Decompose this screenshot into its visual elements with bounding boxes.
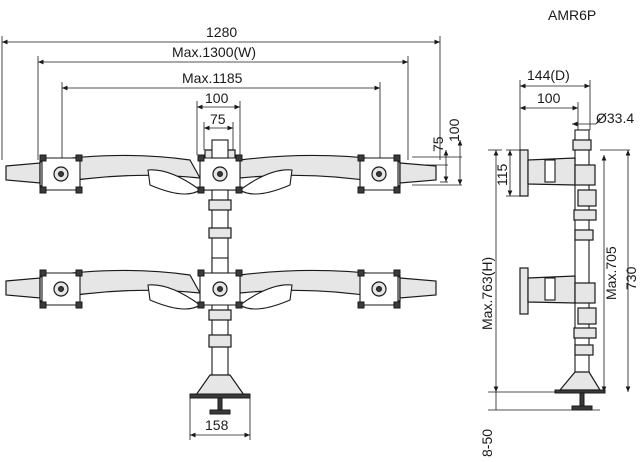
vesa-plate-lower-center xyxy=(197,257,243,309)
model-label: AMR6P xyxy=(548,7,596,23)
side-upper-arm xyxy=(519,149,597,241)
front-view: 1280 Max.1300(W) Max.1185 100 75 75 100 xyxy=(1,24,463,440)
right-75-label: 75 xyxy=(430,136,446,152)
vesa-plate-lower-left xyxy=(39,269,83,309)
side-view: 144(D) 100 Ø33.4 115 Max.763(H) 8-50 Max… xyxy=(479,67,639,457)
side-base xyxy=(554,371,606,411)
offset-label: 100 xyxy=(537,90,561,106)
clamp-range-label: 8-50 xyxy=(479,429,495,457)
depth-label: 144(D) xyxy=(527,67,570,83)
dim-max-width-label: Max.1300(W) xyxy=(172,44,256,60)
pole-diameter-label: Ø33.4 xyxy=(596,110,634,126)
base-158-label: 158 xyxy=(205,417,229,433)
vesa-100-label: 100 xyxy=(205,90,229,106)
dim-max-inner-label: Max.1185 xyxy=(182,70,243,86)
max-height-label: Max.763(H) xyxy=(479,257,495,330)
max-arm-height-label: Max.705 xyxy=(603,246,619,300)
vesa-plate-left xyxy=(39,154,83,194)
right-100-label: 100 xyxy=(446,118,462,142)
upper-arm-assembly xyxy=(5,139,437,195)
lower-arm-assembly xyxy=(5,257,437,310)
vesa-75-label: 75 xyxy=(210,111,226,127)
vesa-plate-lower-right xyxy=(357,269,401,309)
vesa-plate-center xyxy=(197,139,243,194)
vesa-plate-right xyxy=(357,154,401,194)
pole-height-label: 730 xyxy=(623,266,639,290)
front-base xyxy=(189,309,251,415)
dim-1280-label: 1280 xyxy=(206,24,237,40)
side-lower-arm xyxy=(519,267,597,356)
